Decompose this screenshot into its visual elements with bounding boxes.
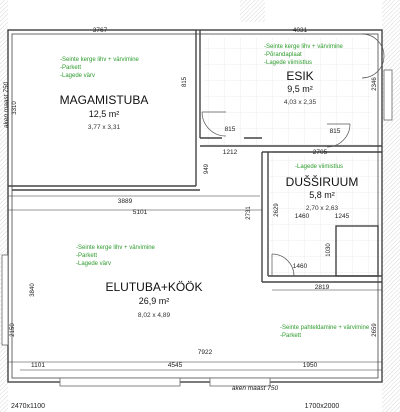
dim-2731: 2731 (246, 206, 252, 220)
bath-tile-floor (270, 156, 382, 276)
dim-1950: 1950 (303, 362, 318, 369)
dim-815-bath-door: 815 (330, 128, 341, 135)
hall-tile-floor (204, 38, 372, 146)
dim-3310: 3310 (12, 101, 18, 115)
bedroom-name: MAGAMISTUBA (60, 93, 149, 107)
hall-area: 9,5 m² (287, 84, 313, 94)
dim-4545: 4545 (168, 362, 183, 369)
bath-size: 2,70 x 2,63 (306, 205, 339, 212)
dim-top-hall: 4031 (293, 27, 308, 34)
hall-note-1: -Seinte kerge lihv + värvimine (264, 44, 344, 50)
dim-1245: 1245 (335, 213, 350, 220)
dim-1212: 1212 (223, 149, 238, 156)
west-wall-hatch (0, 0, 8, 412)
bath-name: DUŠŠIRUUM (286, 174, 359, 189)
dim-3889: 3889 (118, 198, 133, 205)
southeast-note-2: -Parkett (280, 333, 301, 339)
dim-3840: 3840 (30, 283, 36, 297)
hall-note-2: -Põrandaplaat (264, 52, 302, 58)
bedroom-note-3: -Lagede värv (60, 73, 95, 79)
living-size: 8,02 x 4,89 (138, 312, 171, 319)
dim-top-bedroom: 3767 (93, 27, 108, 34)
dim-7922: 7922 (198, 349, 213, 356)
dim-2659: 2659 (372, 323, 378, 337)
hall-note-3: -Lagede viimistlus (264, 60, 312, 66)
dimension-lines (8, 29, 382, 371)
dim-1460-bottom: 1460 (293, 263, 308, 270)
dim-815-hall: 815 (225, 126, 236, 133)
dim-2629: 2629 (274, 203, 280, 217)
windows (1, 69, 393, 387)
dim-2150: 2150 (10, 323, 16, 337)
southeast-note-1: -Seinte pahteldamine + värvimine (280, 325, 370, 331)
dim-949: 949 (204, 163, 210, 174)
bath-area: 5,8 m² (309, 190, 335, 200)
living-name: ELUTUBA+KÖÖK (105, 280, 202, 294)
door-swings (201, 33, 385, 277)
dim-1101: 1101 (31, 362, 45, 369)
window-size-right: 1700x2000 (305, 403, 340, 410)
bedroom-note-1: -Seinte kerge lihv + värvimine (60, 57, 140, 63)
window-size-left: 2470x1100 (11, 403, 45, 410)
dim-2705: 2705 (313, 149, 328, 156)
dim-1030: 1030 (326, 243, 332, 257)
bath-note-1: -Lagede viimistlus (295, 164, 343, 170)
east-wall-hatch (382, 0, 400, 412)
hall-name: ESIK (286, 69, 313, 83)
dim-2346: 2346 (372, 77, 378, 91)
living-note-3: -Lagede värv (76, 261, 111, 267)
bedroom-note-2: -Parkett (60, 65, 81, 71)
dim-2819: 2819 (315, 284, 330, 291)
dim-5101: 5101 (133, 209, 148, 216)
bedroom-size: 3,77 x 3,31 (88, 124, 121, 131)
living-note-2: -Parkett (76, 253, 97, 259)
hall-size: 4,03 x 2,35 (284, 99, 317, 106)
living-area: 26,9 m² (139, 296, 170, 306)
window-label-bottom: aken maast 750 (232, 385, 279, 392)
window-label-left: aken maast 750 (3, 81, 10, 128)
north-wall-hatch (240, 0, 265, 22)
dim-1460-top: 1460 (295, 213, 310, 220)
living-note-1: -Seinte kerge lihv + värvimine (76, 245, 156, 251)
dim-815-bedroom: 815 (182, 76, 188, 87)
bedroom-area: 12,5 m² (89, 109, 120, 119)
